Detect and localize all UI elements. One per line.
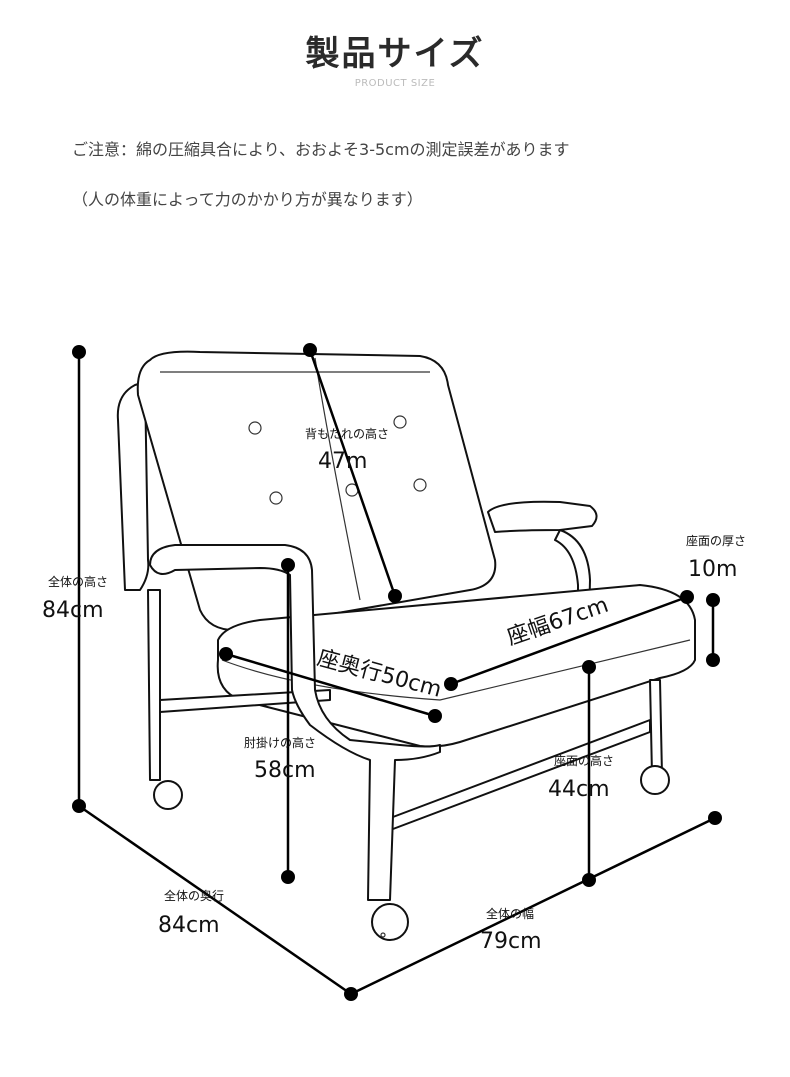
page-title: 製品サイズ — [305, 34, 485, 74]
seat-height-label: 座面の高さ — [554, 753, 614, 768]
back-height-label: 背もたれの高さ — [305, 426, 389, 441]
total-height-value: 84cm — [42, 598, 104, 623]
chair-illustration — [116, 350, 696, 941]
total-depth-value: 84cm — [158, 913, 220, 938]
back-height-line — [308, 349, 397, 597]
seat-height-value: 44cm — [548, 777, 610, 802]
page-subtitle: PRODUCT SIZE — [354, 78, 436, 89]
weight-note: （人の体重によって力のかかり方が異なります） — [72, 190, 423, 209]
seat-thickness-label: 座面の厚さ — [686, 533, 746, 548]
armrest-height-label: 肘掛けの高さ — [244, 735, 316, 750]
seat-width-line — [450, 595, 688, 686]
seat-width-dot-right — [680, 590, 694, 604]
seat-depth-line — [225, 652, 436, 718]
seat-depth-dot-front — [428, 709, 442, 723]
measurement-note: ご注意：綿の圧縮具合により、おおよそ3-5cmの測定誤差があります — [72, 140, 570, 159]
total-width-label: 全体の幅 — [486, 906, 534, 921]
total-width-value: 79cm — [480, 929, 542, 954]
total-width-line — [350, 816, 716, 996]
seat-height-dot-top — [582, 660, 596, 674]
seat-thickness-dot-bottom — [706, 653, 720, 667]
armrest-height-value: 58cm — [254, 758, 316, 783]
total-depth-dot-corner — [344, 987, 358, 1001]
armrest-height-dot-top — [281, 558, 295, 572]
total-depth-label: 全体の奥行 — [164, 888, 224, 903]
seat-depth-dot-back — [219, 647, 233, 661]
seat-width-dot-left — [444, 677, 458, 691]
total-width-dot-right — [708, 811, 722, 825]
total-height-label: 全体の高さ — [48, 574, 108, 589]
total-depth-line — [78, 804, 352, 996]
total-height-dot-top — [72, 345, 86, 359]
seat-thickness-dot-top — [706, 593, 720, 607]
back-height-dot-bottom — [388, 589, 402, 603]
armrest-height-dot-bottom — [281, 870, 295, 884]
seat-thickness-value: 10m — [688, 557, 737, 582]
back-height-value: 47m — [318, 449, 367, 474]
back-height-dot-top — [303, 343, 317, 357]
